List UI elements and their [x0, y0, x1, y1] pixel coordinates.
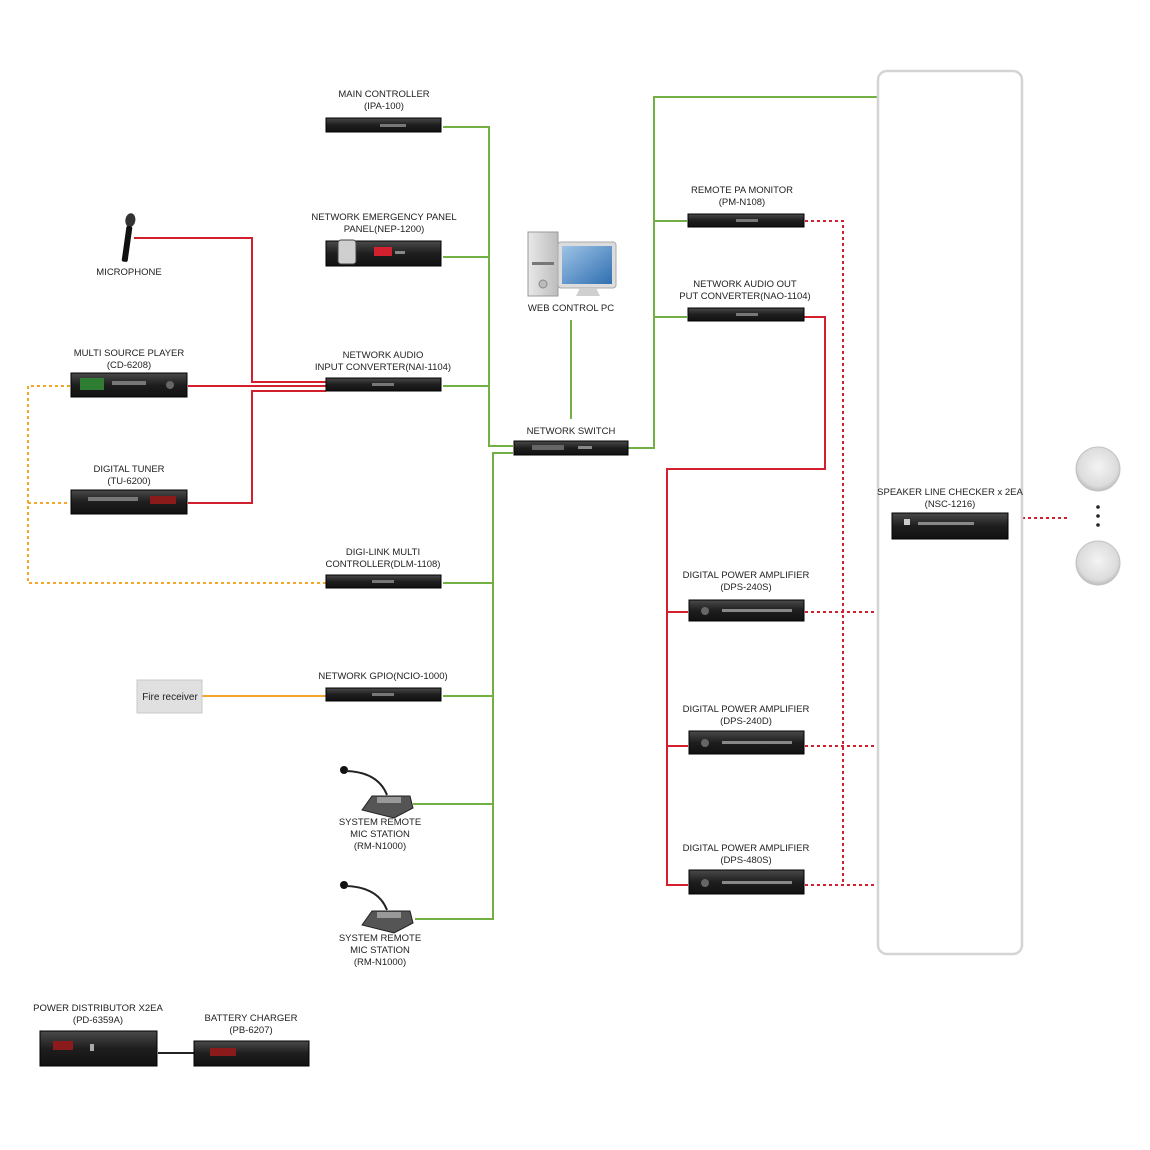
audio-link-microphone: [134, 237, 326, 383]
network-link-main-controller: [443, 126, 513, 447]
rack-device-icon: [687, 213, 805, 228]
system-remote-mic-station-2[interactable]: SYSTEM REMOTE MIC STATION (RM-N1000): [339, 881, 421, 968]
network-link-left-lower: [415, 452, 513, 920]
label-line-1: DIGI-LINK MULTI: [346, 547, 420, 558]
rack-device-icon: [325, 239, 442, 267]
desktop-pc-icon: [527, 231, 617, 297]
rack-device-icon: [688, 730, 805, 755]
label-line-2: CONTROLLER(DLM-1108): [326, 559, 441, 570]
desk-mic-station-icon: [340, 881, 414, 934]
network-gpio[interactable]: NETWORK GPIO(NCIO-1000): [318, 671, 448, 702]
label-line-2: (NSC-1216): [925, 499, 976, 510]
speaker-link-pm: [805, 220, 844, 885]
network-switch[interactable]: NETWORK SWITCH: [513, 426, 629, 456]
rack-device-icon: [193, 1040, 310, 1067]
label-line-3: (RM-N1000): [354, 841, 406, 852]
label-line-3: (RM-N1000): [354, 957, 406, 968]
fire-receiver-label: Fire receiver: [142, 692, 198, 703]
label-line-1: BATTERY CHARGER: [205, 1013, 298, 1024]
audio-link-tuner: [188, 390, 326, 504]
multi-source-player[interactable]: MULTI SOURCE PLAYER (CD-6208): [70, 348, 188, 398]
main-controller[interactable]: MAIN CONTROLLER (IPA-100): [325, 89, 442, 133]
rack-device-icon: [325, 687, 442, 702]
digi-link-multi-controller[interactable]: DIGI-LINK MULTI CONTROLLER(DLM-1108): [325, 547, 442, 589]
digital-power-amplifier-240d[interactable]: DIGITAL POWER AMPLIFIER (DPS-240D): [683, 704, 810, 755]
label-line-2: (CD-6208): [107, 360, 151, 371]
connections: [27, 96, 1068, 1054]
label-line-1: REMOTE PA MONITOR: [691, 185, 793, 196]
label-line-1: NETWORK GPIO(NCIO-1000): [318, 671, 447, 682]
label-line-1: DIGITAL POWER AMPLIFIER: [683, 570, 810, 581]
label-line-2: (DPS-240S): [720, 582, 771, 593]
label-line-2: (DPS-240D): [720, 716, 772, 727]
label-line-1: NETWORK SWITCH: [527, 426, 616, 437]
label-line-2: (DPS-480S): [720, 855, 771, 866]
speaker-line-checker[interactable]: SPEAKER LINE CHECKER x 2EA (NSC-1216): [877, 487, 1024, 540]
remote-pa-monitor[interactable]: REMOTE PA MONITOR (PM-N108): [687, 185, 805, 228]
microphone[interactable]: MICROPHONE: [96, 213, 162, 278]
rack-device-icon: [325, 117, 442, 133]
label-line-2: (IPA-100): [364, 101, 404, 112]
label-line-2: MIC STATION: [350, 829, 410, 840]
label-line-2: INPUT CONVERTER(NAI-1104): [315, 362, 451, 373]
ellipsis-dot: [1096, 505, 1100, 509]
emergency-panel[interactable]: NETWORK EMERGENCY PANEL PANEL(NEP-1200): [311, 212, 457, 267]
handheld-microphone-icon: [121, 213, 136, 262]
rack-device-icon: [325, 574, 442, 589]
desk-mic-station-icon: [340, 766, 414, 819]
rack-device-icon: [513, 440, 629, 456]
label-line-1: SYSTEM REMOTE: [339, 817, 421, 828]
rack-device-icon: [325, 377, 442, 392]
digital-tuner[interactable]: DIGITAL TUNER (TU-6200): [70, 464, 188, 515]
battery-charger[interactable]: BATTERY CHARGER (PB-6207): [193, 1013, 310, 1067]
network-audio-output-converter[interactable]: NETWORK AUDIO OUT PUT CONVERTER(NAO-1104…: [679, 279, 811, 322]
digital-power-amplifier-480s[interactable]: DIGITAL POWER AMPLIFIER (DPS-480S): [683, 843, 810, 895]
label-line-2: (TU-6200): [107, 476, 150, 487]
label-line-2: MIC STATION: [350, 945, 410, 956]
rack-device-icon: [70, 372, 188, 398]
control-link-dlm: [27, 385, 326, 584]
rack-device-icon: [70, 489, 188, 515]
label-line-1: NETWORK AUDIO: [343, 350, 424, 361]
rack-device-icon: [687, 307, 805, 322]
ceiling-speakers: [1075, 446, 1121, 586]
ceiling-speaker-icon: [1075, 446, 1121, 492]
label-line-1: SYSTEM REMOTE: [339, 933, 421, 944]
power-distributor[interactable]: POWER DISTRIBUTOR X2EA (PD-6359A): [33, 1003, 163, 1067]
label-line-1: MULTI SOURCE PLAYER: [74, 348, 185, 359]
label-line-1: DIGITAL TUNER: [93, 464, 164, 475]
digital-power-amplifier-240s[interactable]: DIGITAL POWER AMPLIFIER (DPS-240S): [683, 570, 810, 622]
network-audio-input-converter[interactable]: NETWORK AUDIO INPUT CONVERTER(NAI-1104): [315, 350, 451, 392]
rack-device-icon: [891, 512, 1009, 540]
label-line-1: DIGITAL POWER AMPLIFIER: [683, 704, 810, 715]
ellipsis-dot: [1096, 523, 1100, 527]
fire-receiver[interactable]: Fire receiver: [136, 679, 203, 714]
ceiling-speaker-icon: [1075, 540, 1121, 586]
network-link-right: [628, 96, 878, 449]
rack-device-icon: [39, 1030, 158, 1067]
label-line-2: PANEL(NEP-1200): [344, 224, 425, 235]
label-line-1: NETWORK EMERGENCY PANEL: [311, 212, 456, 223]
label-line-1: SPEAKER LINE CHECKER x 2EA: [877, 487, 1023, 498]
rack-device-icon: [688, 869, 805, 895]
system-remote-mic-station-1[interactable]: SYSTEM REMOTE MIC STATION (RM-N1000): [339, 766, 421, 852]
label-line-2: (PD-6359A): [73, 1015, 123, 1026]
web-control-pc[interactable]: WEB CONTROL PC: [527, 231, 617, 314]
label-line-1: DIGITAL POWER AMPLIFIER: [683, 843, 810, 854]
audio-link-nao-amps: [666, 316, 826, 886]
ellipsis-dot: [1096, 514, 1100, 518]
label-line-1: MICROPHONE: [96, 267, 161, 278]
rack-device-icon: [688, 599, 805, 622]
label-line-2: (PB-6207): [229, 1025, 272, 1036]
label-line-1: WEB CONTROL PC: [528, 303, 614, 314]
label-line-1: POWER DISTRIBUTOR X2EA: [33, 1003, 163, 1014]
label-line-2: PUT CONVERTER(NAO-1104): [679, 291, 810, 302]
label-line-1: MAIN CONTROLLER: [338, 89, 429, 100]
label-line-2: (PM-N108): [719, 197, 765, 208]
label-line-1: NETWORK AUDIO OUT: [693, 279, 797, 290]
